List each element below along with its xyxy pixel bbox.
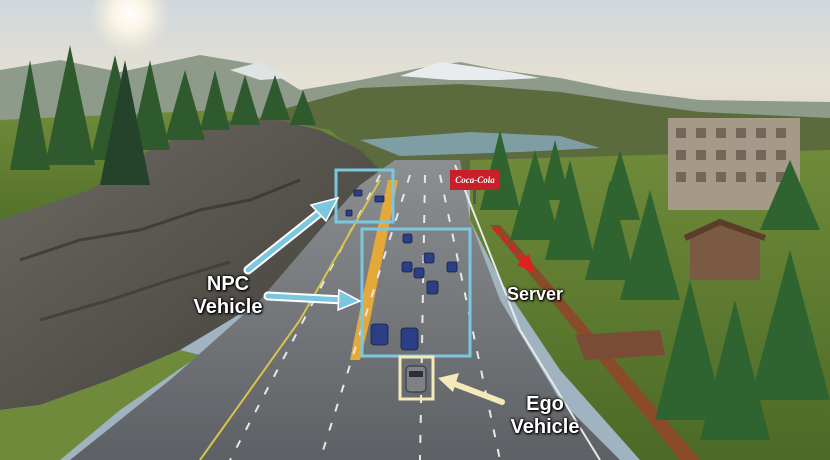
grass-bottom-left	[0, 350, 200, 460]
npc-label-line1: NPC	[206, 273, 250, 295]
ego-label-line2: Vehicle	[510, 416, 580, 438]
npc-vehicle-label: NPC Vehicle	[188, 273, 268, 319]
server-label: Server	[507, 284, 564, 304]
house	[690, 225, 760, 280]
trees-right	[480, 130, 830, 440]
ego-car	[405, 365, 427, 393]
rock-cliff	[0, 118, 380, 410]
snow-peak	[400, 62, 540, 80]
npc-box-distant	[334, 168, 395, 224]
ego-label-line1: Ego	[526, 393, 564, 415]
ego-arrow	[438, 373, 505, 405]
npc-arrow-upper	[243, 196, 340, 275]
npc-label-line2: Vehicle	[193, 296, 263, 318]
highway	[70, 160, 620, 460]
tall-tree	[100, 60, 150, 185]
sun	[90, 0, 170, 54]
coca-cola-billboard	[450, 170, 500, 190]
npc-arrow-lower	[263, 288, 362, 312]
server-arrow	[492, 226, 534, 273]
npc-cars	[345, 189, 458, 351]
lake	[360, 132, 600, 156]
ego-box	[398, 355, 435, 401]
ego-vehicle-label: Ego Vehicle	[505, 393, 585, 439]
billboard-text: Coca-Cola	[455, 175, 495, 185]
fence-segment	[575, 330, 665, 360]
